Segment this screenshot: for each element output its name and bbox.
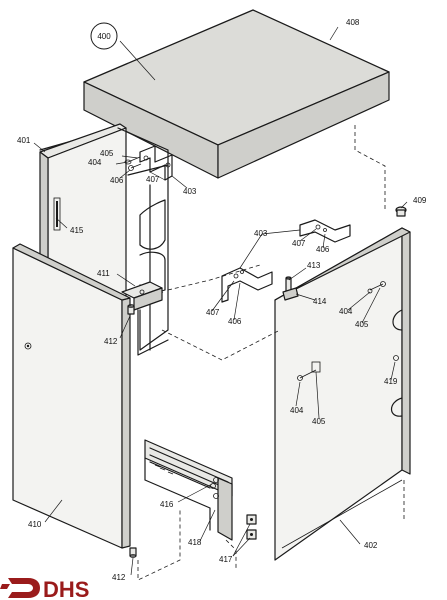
bottom-frame <box>144 439 233 541</box>
label-407-b: 407 <box>292 239 306 248</box>
label-415: 415 <box>70 226 84 235</box>
label-408: 408 <box>346 18 360 27</box>
hinge-bracket-right-lower <box>221 267 273 303</box>
label-400: 400 <box>97 32 111 41</box>
clip-417-top <box>246 514 257 525</box>
door-pin-bottom <box>129 547 137 558</box>
label-412-a: 412 <box>104 337 118 346</box>
label-404-a: 404 <box>88 158 102 167</box>
label-406-a: 406 <box>110 176 124 185</box>
label-405-b: 405 <box>355 320 369 329</box>
label-416: 416 <box>160 500 174 509</box>
hinge-pin-right <box>282 276 299 301</box>
cap-409 <box>395 206 407 217</box>
hinge-bracket <box>121 281 163 311</box>
label-412-b: 412 <box>112 573 126 582</box>
label-404-c: 404 <box>290 406 304 415</box>
label-405-c: 405 <box>312 417 326 426</box>
label-407-c: 407 <box>206 308 220 317</box>
dhs-logo: DHS <box>0 577 89 600</box>
label-403-a: 403 <box>183 187 197 196</box>
top-panel <box>83 9 390 179</box>
front-door <box>12 243 131 549</box>
label-401: 401 <box>17 136 31 145</box>
label-413: 413 <box>307 261 321 270</box>
screw-set-right-upper <box>367 281 386 294</box>
logo-text: DHS <box>43 577 89 600</box>
label-410: 410 <box>28 520 42 529</box>
label-405-a: 405 <box>100 149 114 158</box>
callout-400: 400 <box>90 22 118 50</box>
screw-419 <box>393 355 399 361</box>
label-407-a: 407 <box>146 175 160 184</box>
label-419: 419 <box>384 377 398 386</box>
label-403-b: 403 <box>254 229 268 238</box>
label-417: 417 <box>219 555 233 564</box>
hinge-bracket-right-upper <box>299 219 351 243</box>
label-406-b: 406 <box>316 245 330 254</box>
label-409: 409 <box>413 196 427 205</box>
door-pin-top <box>127 304 135 315</box>
label-411: 411 <box>97 269 110 278</box>
rail-bolts <box>210 477 219 499</box>
label-414: 414 <box>313 297 327 306</box>
leader-lines <box>33 26 408 576</box>
right-side-panel <box>274 227 411 561</box>
label-402: 402 <box>364 541 378 550</box>
clip-417-bottom <box>246 529 257 540</box>
screw-set-upper-left <box>124 156 142 171</box>
label-418: 418 <box>188 538 202 547</box>
label-406-c: 406 <box>228 317 242 326</box>
label-404-b: 404 <box>339 307 353 316</box>
